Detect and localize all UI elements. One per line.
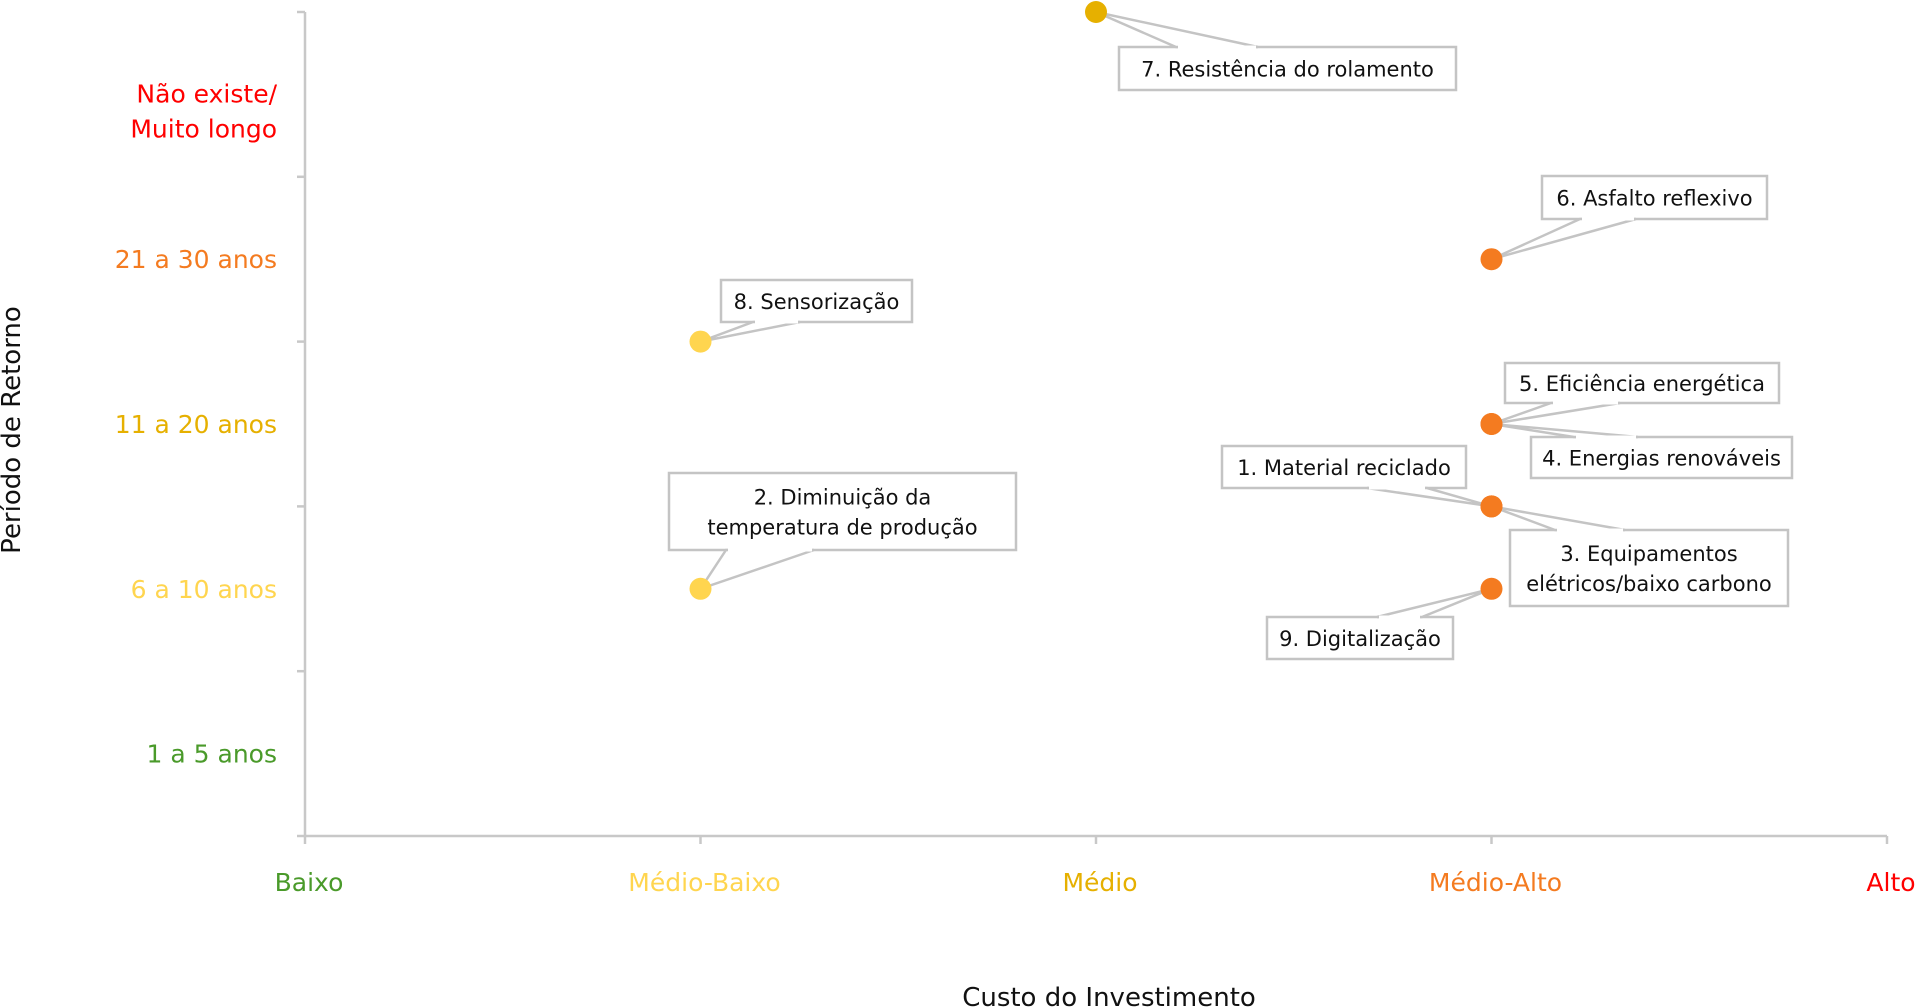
callout-box: [667, 471, 1018, 552]
data-point-5: [1480, 413, 1503, 435]
y-tick-label: Não existe/Muito longo: [130, 79, 277, 143]
callouts: 1. Material reciclado 2. Diminuição da tem…: [667, 10, 1794, 661]
callout-label: 1. Material reciclado: [1237, 456, 1451, 480]
x-tick-label: Médio-Baixo: [628, 868, 780, 897]
callout-label-line: 8. Sensorização: [734, 290, 900, 314]
x-tick-label: Médio-Alto: [1429, 868, 1562, 897]
callout-pointer: [1095, 10, 1259, 49]
data-point-7: [1085, 1, 1107, 23]
callout-box: [1117, 45, 1458, 92]
callout-pointer: [1491, 505, 1626, 532]
data-point-6: [1480, 248, 1503, 271]
y-tick-label: 11 a 20 anos: [115, 410, 277, 439]
callout-box: [719, 278, 914, 324]
callout-label: 9. Digitalização: [1279, 627, 1441, 651]
data-point-2: [689, 577, 712, 600]
data-point-9: [1480, 577, 1503, 600]
x-axis-title: Custo do Investimento: [962, 983, 1256, 1008]
callout-pointer: [1491, 422, 1639, 439]
y-tick-label-line: 21 a 30 anos: [115, 245, 277, 274]
data-point-3: [1480, 495, 1503, 518]
callout-3: 3. Equipamentos elétricos/baixo carbono: [1491, 505, 1790, 608]
callout-label: 7. Resistência do rolamento: [1141, 58, 1434, 82]
callout-box: [1220, 444, 1468, 490]
y-tick-label-line: Não existe/: [136, 79, 277, 108]
y-tick-label: 6 a 10 anos: [131, 575, 277, 604]
callout-pointer: [700, 320, 801, 343]
x-tick-label: Baixo: [275, 868, 344, 897]
callout-label-line: 5. Eficiência energética: [1519, 372, 1765, 396]
callout-box: [1529, 435, 1794, 480]
x-tick-label: Médio: [1062, 868, 1137, 897]
callout-pointer: [1376, 587, 1492, 619]
y-tick-label-line: 11 a 20 anos: [115, 410, 277, 439]
callout-label-line: 2. Diminuição da: [754, 486, 932, 510]
callout-7: 7. Resistência do rolamento: [1095, 10, 1458, 92]
data-points: [689, 1, 1503, 600]
y-axis-title: Período de Retorno: [0, 306, 27, 554]
callout-pointer: [1366, 486, 1492, 508]
callout-8: 8. Sensorização: [700, 278, 914, 343]
x-tick-label: Alto: [1866, 868, 1915, 897]
callout-1: 1. Material reciclado: [1220, 444, 1492, 508]
y-tick-label-line: Muito longo: [130, 114, 277, 143]
callout-label: 6. Asfalto reflexivo: [1556, 187, 1752, 211]
callout-label: 8. Sensorização: [734, 290, 900, 314]
data-point-8: [689, 330, 712, 353]
callout-label: 3. Equipamentos elétricos/baixo carbono: [1526, 542, 1772, 596]
callout-4: 4. Energias renováveis: [1491, 422, 1794, 480]
callout-label-line: 3. Equipamentos: [1560, 542, 1737, 566]
callout-label: 2. Diminuição da temperatura de produção: [707, 486, 977, 540]
callout-box: [1540, 174, 1769, 221]
axes: Baixo Médio-Baixo Médio Médio-Alto Alto 1 a 5…: [115, 10, 1916, 897]
callout-label: 5. Eficiência energética: [1519, 372, 1765, 396]
y-tick-label-line: 1 a 5 anos: [147, 740, 277, 769]
y-tick-label-line: 6 a 10 anos: [131, 575, 277, 604]
callout-label-line: 4. Energias renováveis: [1542, 447, 1781, 471]
callout-5: 5. Eficiência energética: [1491, 361, 1781, 426]
callout-6: 6. Asfalto reflexivo: [1490, 174, 1769, 261]
y-tick-label: 21 a 30 anos: [115, 245, 277, 274]
callout-label-line: 6. Asfalto reflexivo: [1556, 187, 1752, 211]
callout-box: [1508, 528, 1790, 608]
callout-pointer: [1491, 401, 1621, 426]
callout-2: 2. Diminuição da temperatura de produção: [667, 471, 1018, 592]
callout-label-line: 1. Material reciclado: [1237, 456, 1451, 480]
callout-pointer: [697, 548, 815, 592]
callout-box: [1503, 361, 1781, 405]
callout-label: 4. Energias renováveis: [1542, 447, 1781, 471]
callout-box: [1265, 615, 1455, 661]
callout-label-line: 7. Resistência do rolamento: [1141, 58, 1434, 82]
callout-label-line: temperatura de produção: [707, 516, 977, 540]
y-tick-label: 1 a 5 anos: [147, 740, 277, 769]
callout-9: 9. Digitalização: [1265, 587, 1492, 661]
callout-pointer: [1490, 217, 1637, 261]
callout-label-line: elétricos/baixo carbono: [1526, 572, 1772, 596]
callout-label-line: 9. Digitalização: [1279, 627, 1441, 651]
